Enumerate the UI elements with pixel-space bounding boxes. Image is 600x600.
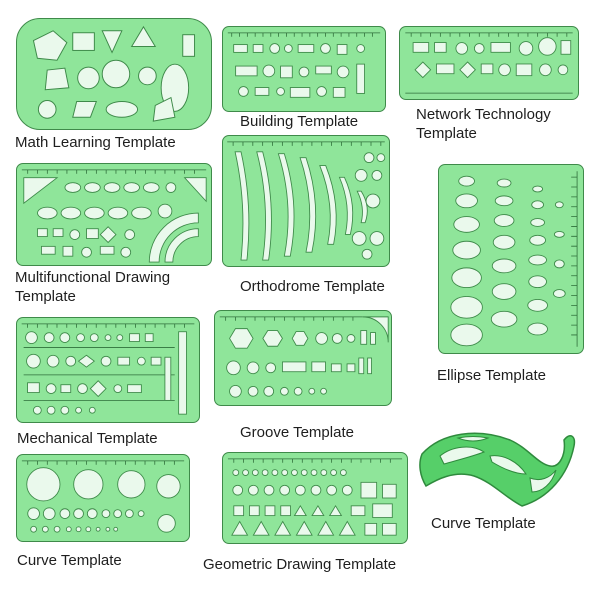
math-learning-cutouts <box>32 25 196 122</box>
multifunctional-drawing-template-label: Multifunctional Drawing Template <box>15 268 170 306</box>
french-curve-template-image <box>418 426 576 508</box>
curve-template-circles-label: Curve Template <box>17 552 122 569</box>
network-technology-template-label: Network Technology Template <box>416 105 551 143</box>
multifunctional-drawing-label-line1: Multifunctional Drawing <box>15 269 171 286</box>
multifunctional-drawing-template-image <box>16 163 212 266</box>
geometric-drawing-template-label: Geometric Drawing Template <box>203 556 397 573</box>
orthodrome-template-cutouts <box>227 141 386 261</box>
groove-template-image <box>214 310 392 406</box>
building-template-image <box>222 26 386 112</box>
geometric-drawing-cutouts <box>227 458 403 536</box>
network-technology-template-image <box>399 26 579 100</box>
mechanical-template-label: Mechanical Template <box>17 430 158 447</box>
groove-template-cutouts <box>219 316 389 398</box>
ellipse-template-cutouts <box>450 171 578 347</box>
building-template-cutouts <box>227 32 381 98</box>
multifunctional-drawing-label-line2: Template <box>15 288 76 305</box>
curve-template-circles-cutouts <box>21 460 185 533</box>
orthodrome-template-label: Orthodrome Template <box>240 278 385 295</box>
math-learning-template-label: Math Learning Template <box>15 134 176 151</box>
network-technology-label-line1: Network Technology <box>416 106 551 123</box>
network-technology-label-line2: Template <box>416 125 477 142</box>
ellipse-template-label: Ellipse Template <box>437 367 546 384</box>
geometric-drawing-template-image <box>222 452 408 544</box>
groove-template-label: Groove Template <box>240 424 354 441</box>
french-curve-shape <box>419 432 576 507</box>
mechanical-template-cutouts <box>21 323 195 415</box>
math-learning-template-image <box>16 18 212 130</box>
mechanical-template-image <box>16 317 200 423</box>
network-technology-cutouts <box>405 32 573 94</box>
ellipse-template-image <box>438 164 584 354</box>
building-template-label: Building Template <box>240 113 359 130</box>
french-curve-template-label: Curve Template <box>431 515 536 532</box>
curve-template-circles-image <box>16 454 190 542</box>
multifunctional-drawing-cutouts <box>21 169 207 263</box>
orthodrome-template-image <box>222 135 390 267</box>
